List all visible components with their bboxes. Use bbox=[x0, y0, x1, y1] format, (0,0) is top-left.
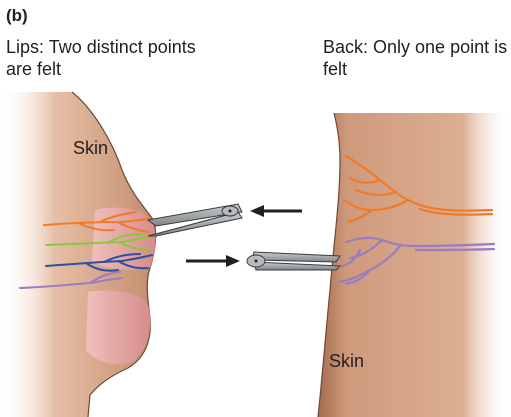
nerve-purple-left bbox=[19, 271, 123, 289]
nerve-green-left bbox=[45, 233, 153, 251]
lips-caption: Lips: Two distinct points are felt bbox=[6, 37, 196, 79]
nerve-purple-right bbox=[338, 236, 496, 286]
lips-profile bbox=[0, 91, 157, 417]
lower-lip bbox=[86, 290, 151, 365]
back-skin-label: Skin bbox=[329, 351, 365, 371]
nerve-orange-right bbox=[342, 154, 494, 224]
nerve-orange-left bbox=[43, 211, 151, 233]
nerve-blue-left bbox=[45, 253, 153, 272]
arrow-right-icon bbox=[186, 255, 240, 267]
back-skin-edge bbox=[317, 112, 341, 417]
caliper-icon bbox=[246, 251, 342, 271]
lips-skin-label: Skin bbox=[73, 138, 109, 158]
back-caption: Back: Only one point is felt bbox=[323, 37, 508, 79]
caliper-icon bbox=[146, 203, 243, 237]
back-skin bbox=[317, 112, 511, 417]
arrow-left-icon bbox=[250, 205, 302, 217]
panel-label: (b) bbox=[6, 6, 28, 25]
back-skin-shape bbox=[318, 113, 511, 417]
